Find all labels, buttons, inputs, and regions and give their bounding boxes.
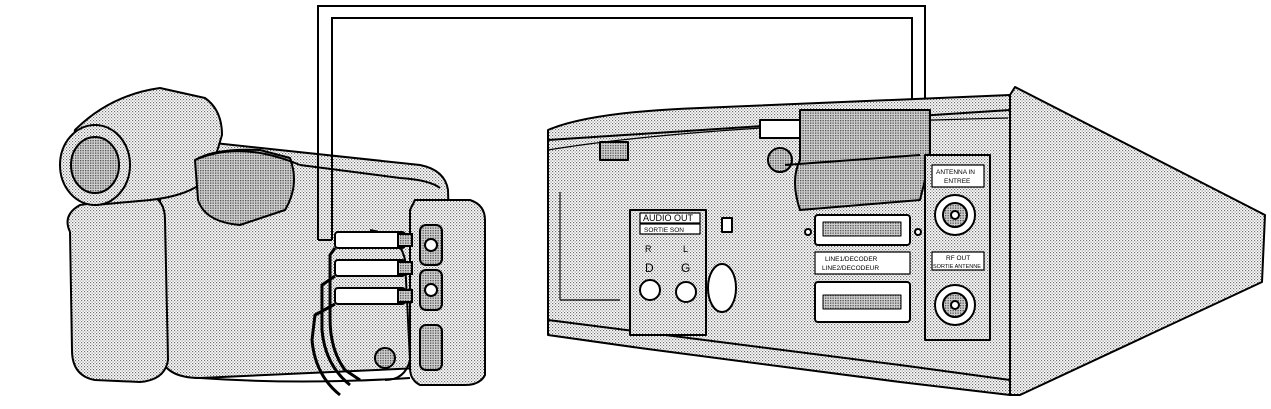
vcr (547, 86, 1266, 396)
scart-cable (317, 5, 926, 241)
sortie-son-label: SORTIE SON (644, 227, 684, 234)
vcr-side (1009, 86, 1266, 396)
left-channel-label: L (683, 244, 688, 254)
scart-label (814, 251, 911, 275)
antenna-in-label: ANTENNA IN (936, 169, 975, 176)
audio-out-right-jack (639, 279, 661, 301)
right-channel-label: R (645, 244, 652, 254)
rca-plug-1 (334, 231, 406, 249)
audio-out-left-jack (675, 281, 697, 303)
rf-out-label: RF OUT (946, 255, 970, 262)
rf-out-label-fr: SORTIE ANTENNE (933, 264, 981, 270)
right-channel-label-fr: D (645, 261, 654, 275)
rca-plug-2 (334, 259, 406, 277)
audio-out-label: AUDIO OUT (643, 213, 694, 223)
camcorder-grip (66, 194, 169, 383)
left-channel-label-fr: G (681, 261, 690, 275)
rca-plug-3 (334, 287, 406, 305)
rca-cables (310, 231, 413, 397)
scart-label-line2: LINE2/DECODEUR (822, 265, 879, 272)
scart-label-line1: LINE1/DECODER (825, 256, 878, 263)
camcorder (59, 87, 486, 386)
antenna-in-label-fr: ENTREE (944, 178, 971, 185)
